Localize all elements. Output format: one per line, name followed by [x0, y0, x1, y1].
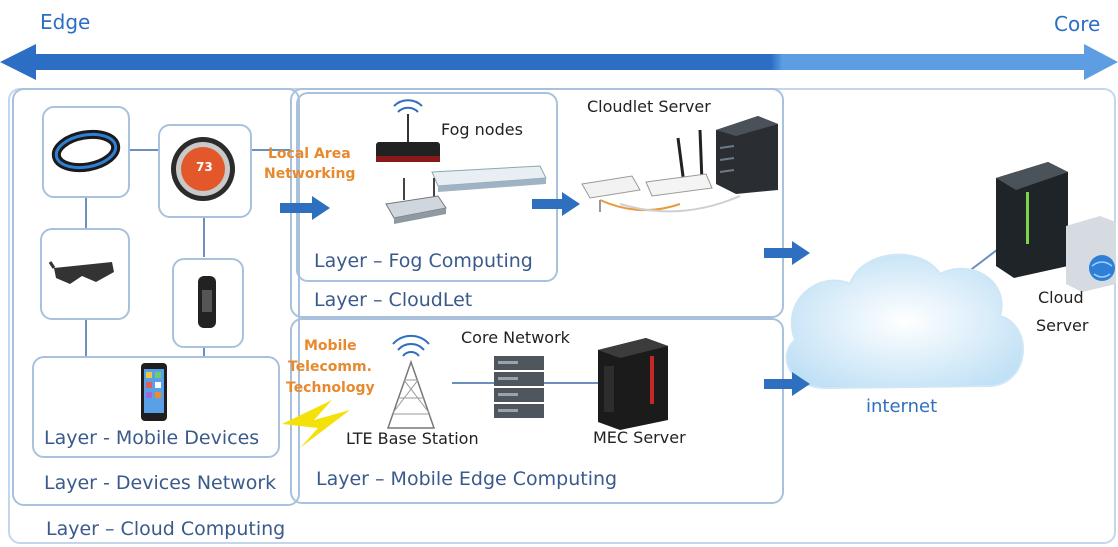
mec-layer-box — [290, 318, 784, 504]
mobile-telecomm-label-line1: Mobile — [304, 338, 357, 354]
internet-label: internet — [866, 396, 938, 417]
cloudlet-devices-icon — [581, 129, 741, 213]
mec-layer-label: Layer – Mobile Edge Computing — [316, 468, 618, 490]
cloud-computing-layer-label: Layer – Cloud Computing — [46, 518, 286, 540]
thermostat-reading: 73 — [196, 160, 213, 174]
local-area-label-line1: Local Area — [268, 146, 351, 162]
switch-icon — [431, 165, 547, 192]
core-network-label: Core Network — [461, 328, 570, 347]
lte-tower-icon — [386, 334, 436, 429]
thermostat-icon — [171, 137, 235, 201]
lightning-link-icon — [282, 400, 350, 448]
mobile-telecomm-label-line3: Technology — [286, 380, 375, 396]
fitness-band-icon — [198, 276, 216, 328]
gateway-icon — [385, 178, 447, 224]
mec-server-label: MEC Server — [593, 428, 686, 447]
local-area-label-line2: Networking — [264, 166, 356, 182]
fog-layer-box — [296, 92, 558, 282]
cloudlet-server-label: Cloudlet Server — [587, 97, 711, 116]
wifi-router-icon — [376, 99, 440, 162]
core-network-rack-icon — [494, 356, 544, 418]
smartphone-icon — [141, 363, 167, 421]
fog-nodes-label: Fog nodes — [441, 120, 523, 139]
cloudlet-server-icon — [716, 116, 778, 194]
cloud-server-label-line2: Server — [1036, 316, 1089, 335]
smart-glasses-icon — [48, 261, 114, 284]
arrow-devices-to-fog — [280, 196, 330, 220]
lte-base-station-label: LTE Base Station — [346, 429, 479, 448]
devices-network-layer-label: Layer - Devices Network — [44, 472, 277, 494]
internet-cloud-icon — [785, 253, 1024, 390]
mec-server-icon — [598, 338, 668, 430]
cloud-server-label-line1: Cloud — [1038, 288, 1084, 307]
arrow-cloudlet-to-internet — [764, 241, 810, 265]
arrow-mec-to-internet — [764, 372, 810, 396]
mobile-telecomm-label-line2: Telecomm. — [288, 359, 372, 375]
edge-label: Edge — [40, 10, 91, 34]
cloud-server-icon — [996, 162, 1116, 292]
devices-network-layer-box — [12, 88, 300, 506]
arrow-fog-to-cloudlet — [532, 192, 580, 216]
fog-layer-label: Layer – Fog Computing — [314, 250, 533, 272]
mobile-devices-layer-label: Layer - Mobile Devices — [44, 427, 260, 449]
core-label: Core — [1054, 12, 1101, 36]
wristband-icon — [51, 129, 121, 173]
cloudlet-layer-label: Layer – CloudLet — [314, 289, 473, 311]
